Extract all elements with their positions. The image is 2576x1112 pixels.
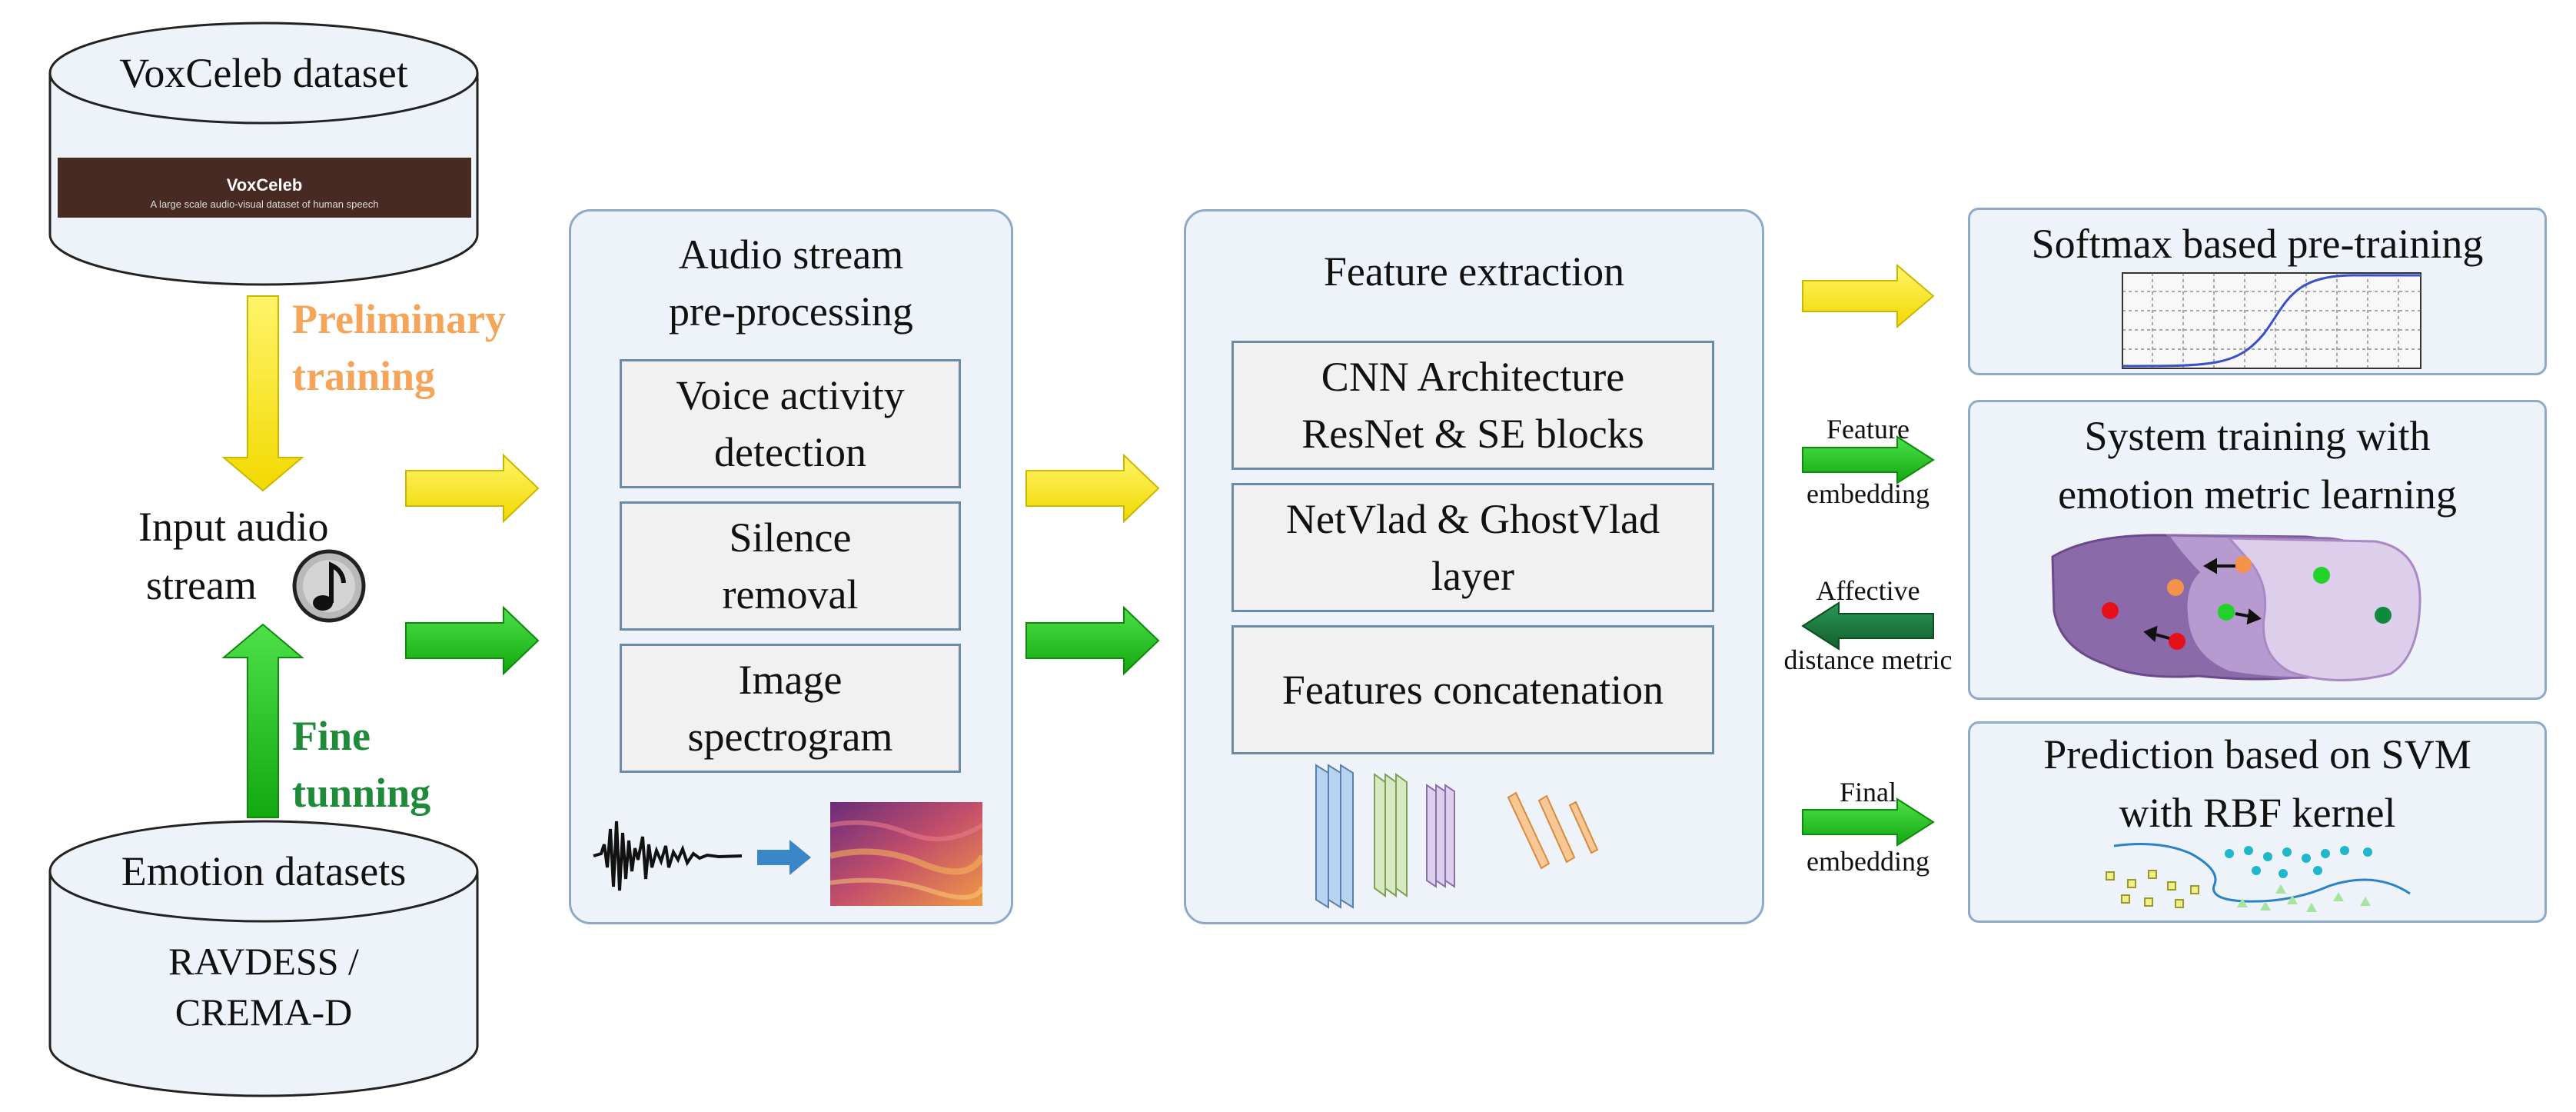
softmax-title: Softmax based pre-training [2031, 221, 2484, 267]
preprocessing-title-line2: pre-processing [669, 288, 913, 335]
svm-title-line1: Prediction based on SVM [2043, 731, 2471, 777]
svm-panel [1968, 721, 2547, 923]
metric-learning-title-line2: emotion metric learning [2058, 471, 2457, 518]
feature-embedding-arrow [1802, 435, 1935, 484]
voice-activity-step: Voice activity detection [620, 359, 961, 488]
final-label: Final [1839, 777, 1896, 807]
voxceleb-banner-title: VoxCeleb [226, 175, 303, 195]
silence-removal-step: Silence removal [620, 501, 961, 631]
image-spectrogram-step: Image spectrogram [620, 644, 961, 773]
blue-arrow-icon [757, 840, 811, 875]
green-arrow-1 [405, 605, 540, 676]
svm-title-line2: with RBF kernel [2119, 790, 2396, 836]
voxceleb-title: VoxCeleb dataset [119, 50, 408, 96]
affective-distance-arrow [1801, 601, 1934, 651]
emotion-dataset-line1: RAVDESS / [168, 940, 359, 983]
voxceleb-database [48, 22, 479, 286]
sigmoid-plot-icon [2122, 272, 2421, 369]
voxceleb-banner-subtitle: A large scale audio-visual dataset of hu… [150, 198, 379, 210]
fine-line2: tunning [292, 770, 431, 816]
feature-extraction-title: Feature extraction [1323, 248, 1625, 295]
cluster-plot-icon [2051, 534, 2421, 681]
emotion-dataset-line2: CREMA-D [175, 990, 353, 1034]
final-embedding-arrow [1802, 797, 1935, 847]
fine-line1: Fine [292, 713, 371, 759]
input-audio-label: Input audio [138, 504, 329, 550]
emotion-database [48, 820, 479, 1097]
spectrogram-icon [830, 802, 982, 906]
final-embedding-label: embedding [1807, 846, 1930, 877]
fine-tuning-label: Fine tunning [292, 707, 430, 821]
voxceleb-banner [58, 158, 471, 218]
music-note-icon [292, 549, 366, 623]
green-arrow-2 [1025, 605, 1160, 676]
preprocessing-title-line1: Audio stream [678, 231, 904, 278]
distance-metric-label: distance metric [1783, 644, 1953, 675]
svm-scatter-icon [2106, 843, 2411, 912]
yellow-arrow-2 [1025, 453, 1160, 524]
cnn-architecture-block: CNN Architecture ResNet & SE blocks [1231, 341, 1714, 470]
emotion-title: Emotion datasets [121, 848, 407, 894]
fine-tuning-arrow [221, 623, 304, 818]
input-stream-label: stream [146, 562, 257, 608]
embedding-label: embedding [1807, 478, 1930, 509]
cnn-layers-icon [1315, 764, 1599, 909]
waveform-icon [593, 821, 743, 891]
preliminary-training-label: Preliminary training [292, 291, 506, 405]
features-concatenation-block: Features concatenation [1231, 625, 1714, 754]
yellow-arrow-1 [405, 453, 540, 524]
feature-label: Feature [1826, 414, 1910, 444]
yellow-arrow-3 [1802, 263, 1935, 329]
preliminary-line1: Preliminary [292, 296, 506, 342]
preliminary-training-arrow [221, 295, 304, 492]
netvlad-block: NetVlad & GhostVlad layer [1231, 483, 1714, 612]
metric-learning-title-line1: System training with [2084, 413, 2431, 459]
preliminary-line2: training [292, 353, 436, 399]
affective-label: Affective [1816, 575, 1920, 606]
